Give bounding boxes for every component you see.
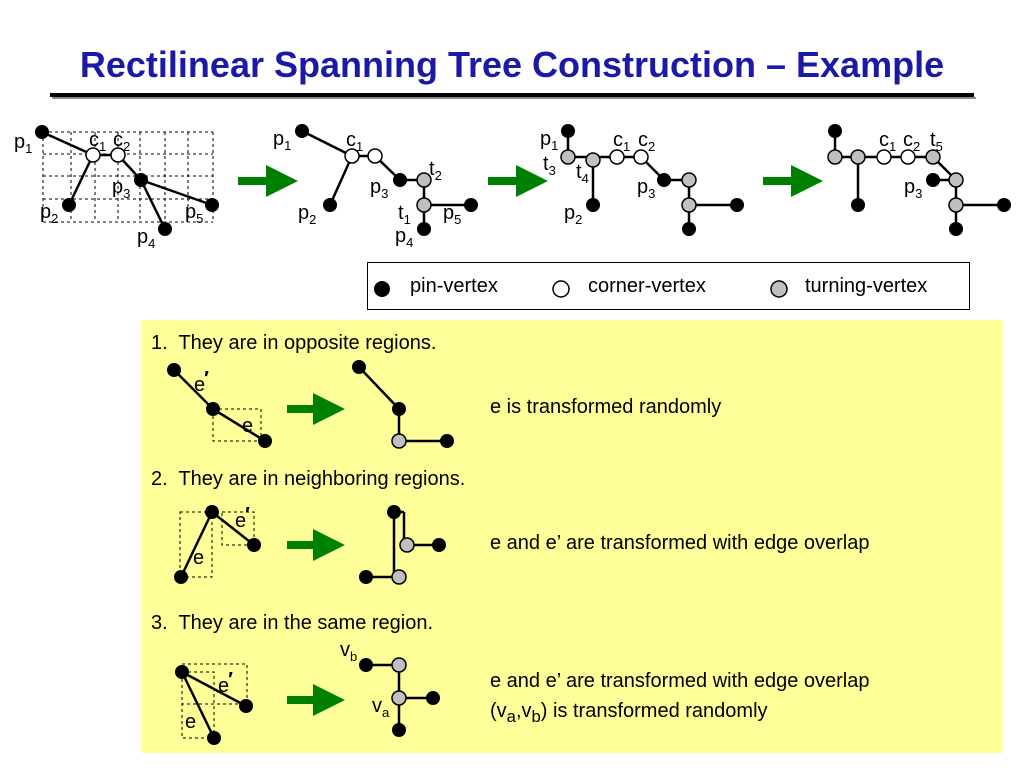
legend-corner-symbol <box>552 280 570 298</box>
case-1-before: e′ e <box>167 363 272 448</box>
label-p4: p4 <box>137 226 155 251</box>
svg-text:p4: p4 <box>395 225 413 250</box>
step-1-initial-tree: p1 c1 c2 p3 p2 p5 p4 <box>14 125 219 251</box>
case-panel: 1. They are in opposite regions. e is tr… <box>141 320 1003 753</box>
title-rule <box>50 93 974 97</box>
svg-text:p1: p1 <box>273 128 291 153</box>
label-p1: p1 <box>14 131 32 156</box>
label-e: e <box>242 415 253 437</box>
svg-text:e′: e′ <box>235 504 250 532</box>
corner-vertex-c2 <box>110 147 126 163</box>
case-2-heading: 2. They are in neighboring regions. <box>151 468 466 490</box>
svg-text:t5: t5 <box>930 129 943 154</box>
pin-vertex-p4 <box>158 222 172 236</box>
svg-text:p3: p3 <box>904 176 922 201</box>
svg-text:p2: p2 <box>564 202 582 227</box>
label-p3: p3 <box>112 176 130 201</box>
slide-title: Rectilinear Spanning Tree Construction –… <box>79 44 945 85</box>
svg-text:e′: e′ <box>218 669 233 697</box>
case-3-description-line1: e and e’ are transformed with edge overl… <box>490 670 870 692</box>
svg-text:c1: c1 <box>613 129 630 154</box>
case-1-heading: 1. They are in opposite regions. <box>151 332 437 354</box>
legend-turning-label: turning-vertex <box>805 275 928 297</box>
step-3-tree: p1 t3 c1 c2 t4 p3 p2 <box>540 124 744 236</box>
svg-text:p5: p5 <box>443 202 461 227</box>
label-p2: p2 <box>40 201 58 226</box>
legend-corner-label: corner-vertex <box>588 275 706 297</box>
svg-text:t2: t2 <box>429 158 442 183</box>
svg-text:t1: t1 <box>398 202 411 227</box>
case-1-description: e is transformed randomly <box>490 396 722 418</box>
legend-pin-label: pin-vertex <box>410 275 498 297</box>
case-3-description-line2: (va,vb) is transformed randomly <box>490 700 768 726</box>
svg-text:c2: c2 <box>638 129 655 154</box>
label-c2: c2 <box>113 129 130 154</box>
case-3-before: e′ e <box>175 663 253 745</box>
pin-vertex-p1 <box>35 125 49 139</box>
svg-text:p1: p1 <box>540 128 558 153</box>
step-2-tree: p1 c1 p3 t2 t1 p5 p2 p4 <box>273 124 478 250</box>
case-2-description: e and e’ are transformed with edge overl… <box>490 532 870 554</box>
svg-text:t3: t3 <box>543 153 556 178</box>
corner-vertex-c1 <box>85 147 101 163</box>
label-vb: vb <box>340 639 357 664</box>
pin-vertex-p2 <box>62 198 76 212</box>
label-va: va <box>372 695 390 720</box>
svg-text:c1: c1 <box>879 129 896 154</box>
svg-text:c2: c2 <box>903 129 920 154</box>
legend-turning-symbol <box>770 280 788 298</box>
dashed-grid <box>42 131 214 223</box>
legend-box: pin-vertex corner-vertex turning-vertex <box>367 262 970 310</box>
label-c1: c1 <box>89 129 106 154</box>
svg-text:e: e <box>185 711 196 733</box>
svg-text:e: e <box>193 547 204 569</box>
svg-text:p2: p2 <box>298 202 316 227</box>
case-3-after: vb va <box>340 639 440 737</box>
step-4-tree: c1 c2 t5 p3 <box>827 124 1011 236</box>
label-p5: p5 <box>185 201 203 226</box>
svg-text:p3: p3 <box>637 176 655 201</box>
case-3-heading: 3. They are in the same region. <box>151 612 434 634</box>
legend-pin-symbol <box>374 281 390 297</box>
case-2-after <box>359 505 446 585</box>
case-1-after <box>352 360 454 449</box>
svg-text:p3: p3 <box>370 176 388 201</box>
label-e-prime: e′ <box>194 368 209 396</box>
svg-text:t4: t4 <box>576 161 589 186</box>
pin-vertex-p5 <box>205 198 219 212</box>
pin-vertex-p3 <box>134 173 148 187</box>
title-rule-shadow <box>52 97 976 99</box>
svg-text:c1: c1 <box>346 129 363 154</box>
case-2-before: e′ e <box>174 504 261 584</box>
